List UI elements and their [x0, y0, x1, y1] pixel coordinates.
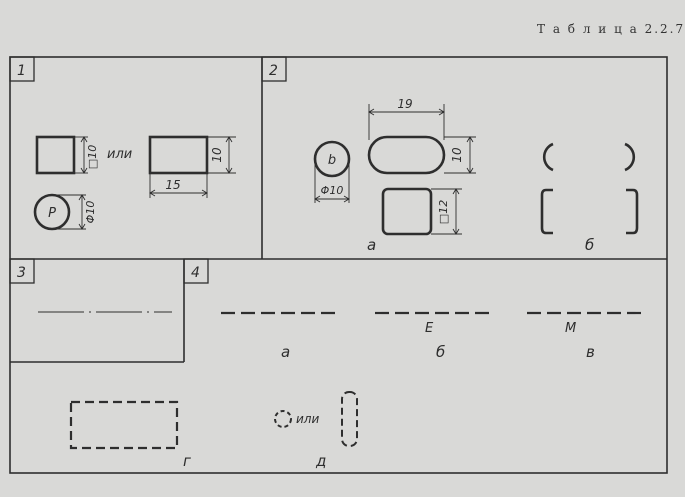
panel-4-dashed-circle-and-slot: или	[274, 391, 358, 447]
svg-text:1: 1	[17, 63, 26, 79]
panel-4-label-g: г	[183, 452, 191, 470]
panel-4-dashed-line-e: E	[375, 311, 489, 336]
svg-text:□10: □10	[86, 145, 99, 169]
svg-text:2: 2	[269, 63, 278, 79]
svg-text:15: 15	[165, 178, 180, 192]
panel-2-slot-symbol: 19 10	[367, 97, 476, 175]
panel-4-dashed-line-m: M	[527, 311, 644, 336]
svg-text:10: 10	[210, 147, 224, 163]
panel-1-circle-symbol: P Φ10	[33, 193, 97, 231]
panel-2-label-b: б	[585, 236, 594, 254]
panel-4-label-v: в	[586, 343, 595, 361]
svg-text:Φ10: Φ10	[321, 184, 344, 197]
panel-1-ili-text: или	[107, 147, 132, 162]
panel-2-bracket-symbols	[540, 142, 639, 235]
svg-text:3: 3	[17, 265, 26, 281]
svg-text:4: 4	[191, 265, 200, 281]
svg-text:□12: □12	[437, 200, 450, 224]
panel-4-label-a: а	[281, 343, 290, 361]
panel-2-circle-symbol: b Φ10	[313, 140, 351, 203]
panel-4-label-b: б	[436, 343, 445, 361]
svg-text:Φ10: Φ10	[84, 201, 97, 224]
table-frame	[9, 56, 668, 474]
panel-4-dashed-rectangle	[69, 400, 179, 450]
svg-text:P: P	[48, 206, 56, 221]
panel-number-2: 2	[261, 56, 287, 82]
panel-2-rounded-square-symbol: □12	[381, 187, 462, 236]
panel-4-label-d: д	[315, 452, 326, 470]
panel-number-3: 3	[9, 258, 35, 284]
svg-text:M: M	[565, 321, 576, 336]
panel-1-square-symbol: □10	[35, 135, 99, 175]
svg-text:или: или	[296, 412, 319, 426]
panel-2-label-a: а	[367, 236, 376, 254]
svg-text:b: b	[328, 153, 336, 168]
svg-text:E: E	[425, 321, 434, 336]
table-title: Т а б л и ц а 2.2.7	[537, 22, 685, 36]
panel-number-1: 1	[9, 56, 35, 82]
panel-1-rectangle-symbol: 10 15	[148, 135, 236, 198]
svg-text:10: 10	[450, 147, 464, 163]
svg-text:19: 19	[397, 97, 412, 111]
panel-number-4: 4	[183, 258, 209, 284]
